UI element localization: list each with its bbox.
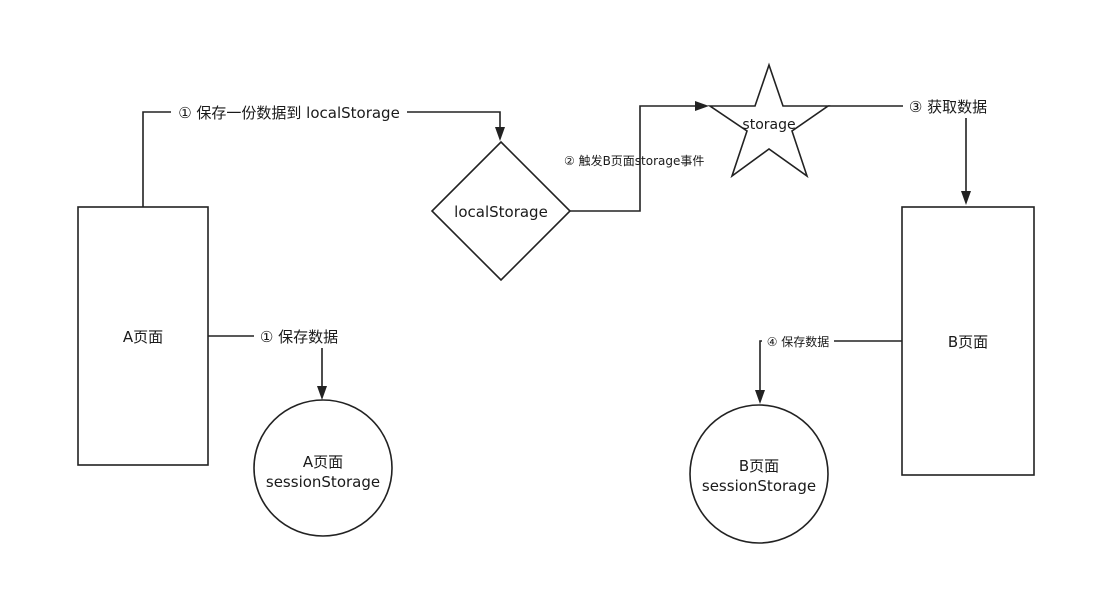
edge-label-text: ① 保存数据 <box>260 328 338 346</box>
arrowhead <box>317 386 327 400</box>
label-background <box>762 333 834 350</box>
edge-label-storage-to-b: ③ 获取数据 <box>903 96 993 118</box>
edge-label-text: ① 保存一份数据到 localStorage <box>178 104 400 122</box>
page-b-box <box>901 206 1035 476</box>
edge-storage-to-b <box>828 105 971 205</box>
localstorage-label: localStorage <box>454 203 548 221</box>
arrowhead <box>495 127 505 141</box>
arrowhead <box>961 191 971 205</box>
edge-label-a-to-session: ① 保存数据 <box>254 326 344 348</box>
label-background <box>171 101 407 123</box>
edge-label-text: ③ 获取数据 <box>909 98 987 116</box>
session-b-line1: B页面 <box>739 457 779 475</box>
edge-label-a-to-localstorage: ① 保存一份数据到 localStorage <box>171 101 407 123</box>
page-a-box <box>77 206 209 466</box>
edge-b-to-session <box>755 340 902 404</box>
node-localstorage[interactable]: localStorage <box>430 140 572 282</box>
session-a-circle <box>253 399 393 537</box>
page-b-label: B页面 <box>948 333 988 351</box>
node-page-a[interactable]: A页面 <box>77 206 209 466</box>
storage-star <box>707 62 831 179</box>
session-a-line2: sessionStorage <box>266 473 380 491</box>
edge-label-text: ② 触发B页面storage事件 <box>564 153 704 168</box>
edge-label-b-to-session: ④ 保存数据 <box>762 333 834 350</box>
node-page-b[interactable]: B页面 <box>901 206 1035 476</box>
arrowhead <box>755 390 765 404</box>
label-background <box>254 326 344 348</box>
session-b-line2: sessionStorage <box>702 477 816 495</box>
storage-label: storage <box>742 117 795 133</box>
label-background <box>903 96 993 118</box>
edge-label-localstorage-to-storage: ② 触发B页面storage事件 <box>564 153 704 168</box>
page-a-label: A页面 <box>123 328 163 346</box>
session-a-line1: A页面 <box>303 453 343 471</box>
edge-label-text: ④ 保存数据 <box>767 334 830 349</box>
edge-localstorage-to-storage <box>570 101 709 212</box>
node-session-a[interactable]: A页面 sessionStorage <box>253 399 393 537</box>
localstorage-diamond <box>430 140 572 282</box>
session-b-circle <box>689 404 829 544</box>
node-storage-event[interactable]: storage <box>707 62 831 179</box>
node-session-b[interactable]: B页面 sessionStorage <box>689 404 829 544</box>
arrowhead <box>695 101 709 111</box>
